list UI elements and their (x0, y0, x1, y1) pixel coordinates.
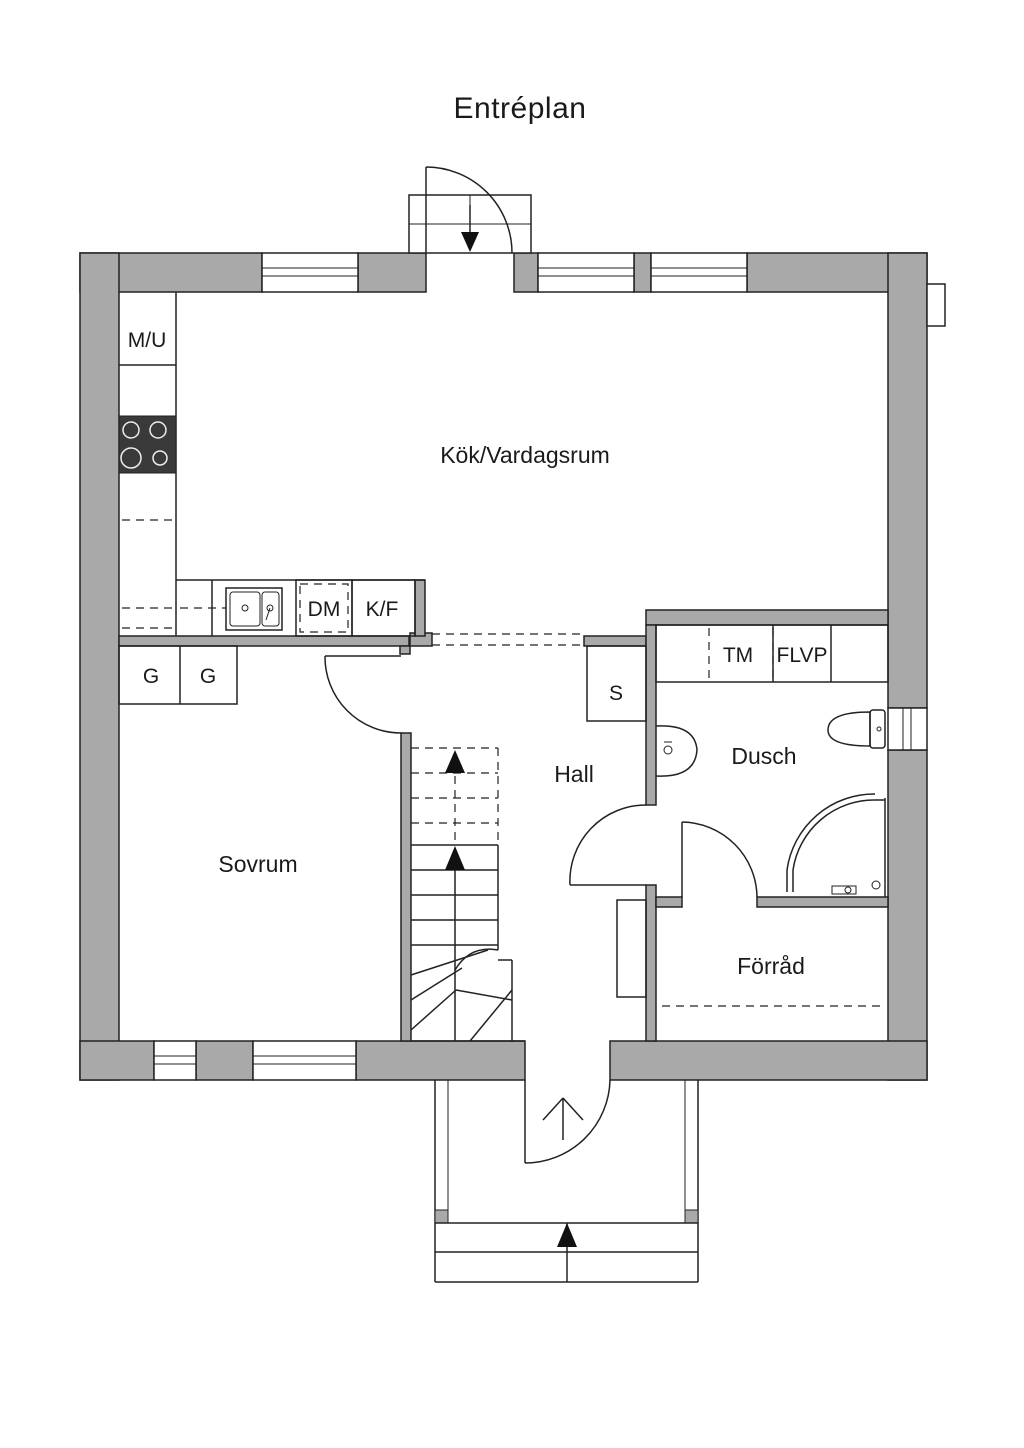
dryer-label: TM (723, 644, 753, 667)
room-label-hall: Hall (554, 761, 594, 787)
washbasin-icon (655, 725, 698, 777)
shower-door (681, 821, 758, 898)
bedroom-door (324, 655, 402, 734)
heat-pump-label: FLVP (777, 644, 828, 667)
outer-walls (79, 252, 946, 1081)
stove-icon (118, 415, 177, 474)
front-door (524, 1079, 611, 1164)
wardrobe-2-label: G (200, 665, 216, 688)
room-label-shower: Dusch (731, 743, 796, 769)
laundry-counter (655, 624, 889, 683)
stair-arrow-up-icon (445, 750, 465, 773)
plan-title: Entréplan (454, 92, 587, 125)
dishwasher-label: DM (308, 598, 341, 621)
hall-shelf (616, 899, 647, 998)
closet-label: S (609, 682, 623, 705)
porch-arrow-up-icon (557, 1223, 577, 1247)
wardrobe-1-label: G (143, 665, 159, 688)
toilet-icon (827, 709, 886, 749)
room-label-kitchen-living: Kök/Vardagsrum (440, 442, 610, 468)
hall-door (569, 804, 647, 886)
shower-cabin-icon (786, 793, 886, 897)
room-label-bedroom: Sovrum (218, 851, 297, 877)
porch (434, 1080, 699, 1283)
staircase (410, 747, 525, 1042)
fridge-freezer (351, 579, 416, 637)
bedroom-wardrobes (118, 645, 238, 705)
interior-walls (118, 579, 889, 1042)
entrance-arrow-icon (461, 232, 479, 252)
room-label-storage: Förråd (737, 953, 805, 979)
windows (153, 252, 928, 1081)
fridge-freezer-label: K/F (366, 598, 399, 621)
closet (586, 645, 647, 722)
stair-arrow-up-icon-2 (445, 846, 465, 870)
kitchen-sink-icon (225, 587, 283, 631)
microwave-label: M/U (128, 329, 167, 352)
